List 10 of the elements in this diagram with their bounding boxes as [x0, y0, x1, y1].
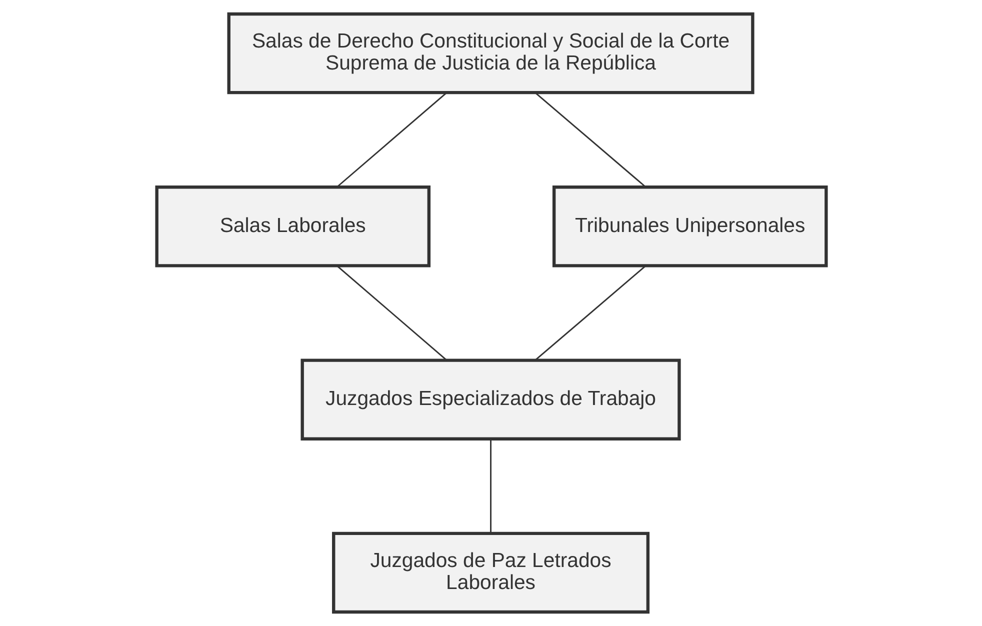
node-box: Juzgados de Paz Letrados Laborales: [332, 532, 650, 614]
node-box: Salas Laborales: [154, 186, 430, 268]
node-box: Tribunales Unipersonales: [552, 186, 828, 268]
node-box: Juzgados Especializados de Trabajo: [300, 358, 680, 440]
connector: [534, 266, 646, 361]
connector: [336, 92, 446, 188]
connector: [534, 92, 646, 188]
connector: [336, 266, 446, 361]
connector: [490, 439, 491, 534]
node-box: Salas de Derecho Constitucional y Social de la Corte Suprema de Justicia de la República: [226, 12, 754, 94]
